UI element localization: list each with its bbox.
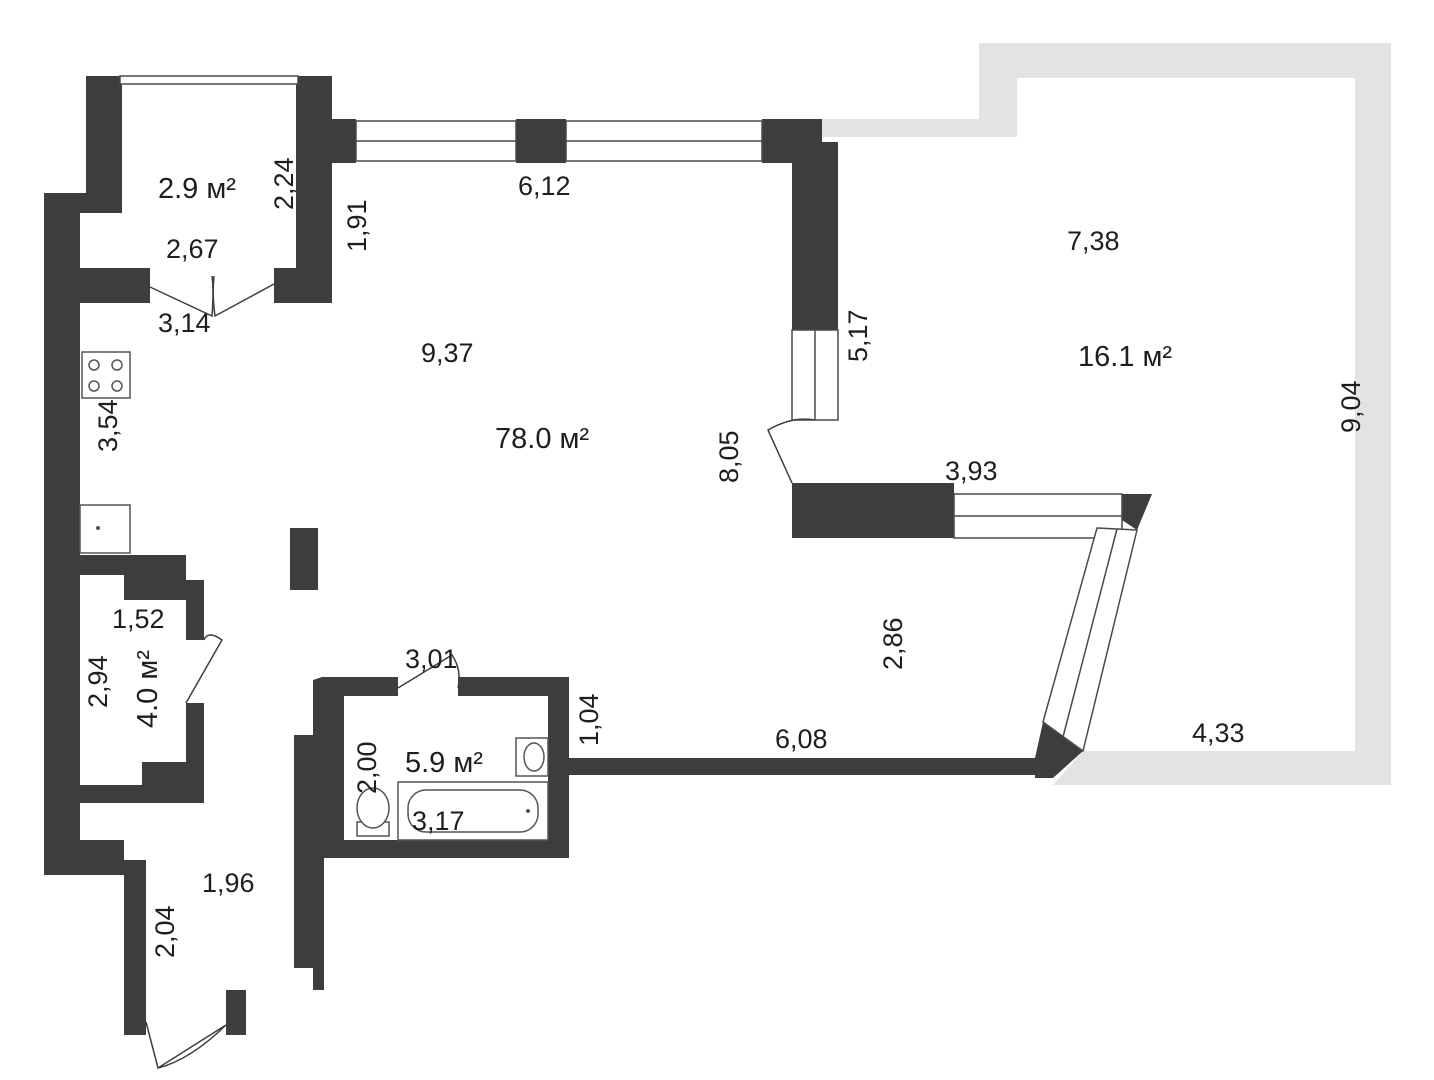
area-terrace: 16.1 м² xyxy=(1078,341,1172,373)
area-bathroom: 5.9 м² xyxy=(405,747,483,779)
dim-6-08: 6,08 xyxy=(775,724,828,754)
dim-4-33: 4,33 xyxy=(1192,718,1245,748)
windows xyxy=(119,75,1138,753)
dim-1-04: 1,04 xyxy=(574,693,604,746)
dim-9-04: 9,04 xyxy=(1336,380,1366,433)
dim-2-86: 2,86 xyxy=(878,617,908,670)
dim-2-04: 2,04 xyxy=(150,905,180,958)
dim-3-17: 3,17 xyxy=(412,806,465,836)
dim-2-24: 2,24 xyxy=(269,157,299,210)
dim-7-38: 7,38 xyxy=(1067,226,1120,256)
dim-3-14: 3,14 xyxy=(158,308,211,338)
dim-3-93: 3,93 xyxy=(945,456,998,486)
walls xyxy=(44,76,1152,1035)
bathroom-sink-icon xyxy=(515,737,549,777)
kitchen-sink-icon xyxy=(79,504,131,554)
area-storage: 4.0 м² xyxy=(132,650,164,728)
area-main: 78.0 м² xyxy=(495,423,589,455)
area-balcony-small: 2.9 м² xyxy=(158,173,236,205)
dim-1-96: 1,96 xyxy=(202,868,255,898)
dim-2-00: 2,00 xyxy=(352,741,382,794)
dim-2-67: 2,67 xyxy=(166,234,219,264)
toilet-icon xyxy=(356,787,390,837)
terrace-outline xyxy=(822,43,1391,785)
bathtub-icon xyxy=(397,781,549,841)
dim-6-12: 6,12 xyxy=(518,171,571,201)
doors xyxy=(145,275,816,1070)
dim-8-05: 8,05 xyxy=(714,430,744,483)
dim-9-37: 9,37 xyxy=(421,338,474,368)
stove-icon xyxy=(81,351,131,399)
dim-2-94: 2,94 xyxy=(83,655,113,708)
dim-1-52: 1,52 xyxy=(112,604,165,634)
dim-3-54: 3,54 xyxy=(93,399,123,452)
dim-5-17: 5,17 xyxy=(843,309,873,362)
dim-1-91: 1,91 xyxy=(342,199,372,252)
dim-3-01: 3,01 xyxy=(405,644,458,674)
